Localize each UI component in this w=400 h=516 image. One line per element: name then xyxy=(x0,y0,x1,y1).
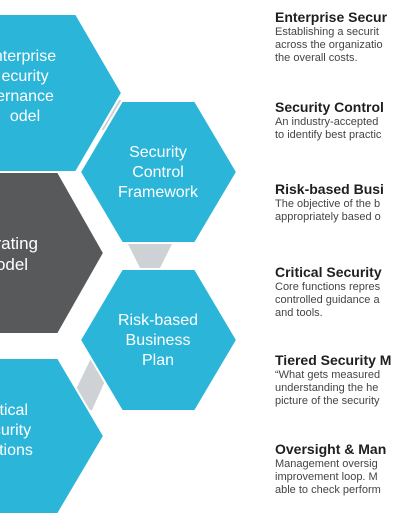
item-desc-line: The objective of the b xyxy=(275,198,381,210)
item-title: Enterprise Secur xyxy=(275,9,388,25)
hex-framework-line-1: Security xyxy=(129,144,187,161)
item-desc-line: An industry-accepted xyxy=(275,116,379,128)
item-desc-line: controlled guidance a xyxy=(275,294,380,306)
item-desc-line: to identify best practic xyxy=(275,129,382,141)
hex-enterprise-line-3: ernance xyxy=(0,88,54,105)
item-title: Critical Security xyxy=(275,264,382,280)
hex-risk-based-business-plan: Risk-based Business Plan xyxy=(78,268,239,412)
hex-business-line-1: Risk-based xyxy=(118,312,198,329)
hex-critical-line-1: itical xyxy=(0,402,28,419)
item-desc-line: Establishing a securit xyxy=(275,26,379,38)
item-desc-line: and tools. xyxy=(275,307,323,319)
item-title: Tiered Security M xyxy=(275,352,392,368)
item-desc-line: understanding the he xyxy=(275,382,379,394)
item-critical-security: Critical Security Core functions repres … xyxy=(275,264,400,320)
hex-security-control-framework: Security Control Framework xyxy=(78,100,239,244)
hex-business-line-3: Plan xyxy=(142,352,174,369)
hex-framework-line-3: Framework xyxy=(118,184,199,201)
item-title: Security Control xyxy=(275,99,384,115)
item-desc-line: Management oversig xyxy=(275,458,378,470)
item-desc-line: picture of the security xyxy=(275,395,380,407)
item-desc-line: Core functions repres xyxy=(275,281,381,293)
item-desc-line: able to check perform xyxy=(275,484,381,496)
hex-enterprise-governance: nterprise ecurity ernance odel xyxy=(0,13,124,173)
connector-framework-business xyxy=(128,244,172,268)
item-title: Risk-based Busi xyxy=(275,181,384,197)
item-desc-line: the overall costs. xyxy=(275,52,358,64)
item-desc-line: across the organizatio xyxy=(275,39,383,51)
hex-critical-line-3: ctions xyxy=(0,442,33,459)
hex-enterprise-line-4: odel xyxy=(10,108,40,125)
item-security-control: Security Control An industry-accepted to… xyxy=(275,99,400,142)
hex-framework-line-2: Control xyxy=(132,164,184,181)
hex-critical-line-2: curity xyxy=(0,422,31,439)
hex-enterprise-line-2: ecurity xyxy=(1,68,48,85)
item-enterprise-security: Enterprise Secur Establishing a securit … xyxy=(275,9,400,65)
item-title: Oversight & Man xyxy=(275,441,387,457)
item-tiered-security: Tiered Security M “What gets measured un… xyxy=(275,352,400,408)
item-desc-line: “What gets measured xyxy=(275,369,381,381)
hex-critical-security-functions: itical curity ctions xyxy=(0,357,106,515)
item-risk-based-business: Risk-based Busi The objective of the b a… xyxy=(275,181,400,224)
hex-enterprise-line-1: nterprise xyxy=(0,48,56,65)
item-oversight-management: Oversight & Man Management oversig impro… xyxy=(275,441,400,497)
hex-business-line-2: Business xyxy=(126,332,191,349)
item-desc-line: appropriately based o xyxy=(275,211,381,223)
hex-operating-line-1: erating xyxy=(0,234,38,253)
item-desc-line: improvement loop. M xyxy=(275,471,378,483)
hex-operating-model: erating odel xyxy=(0,171,106,335)
hex-operating-line-2: odel xyxy=(0,255,28,274)
